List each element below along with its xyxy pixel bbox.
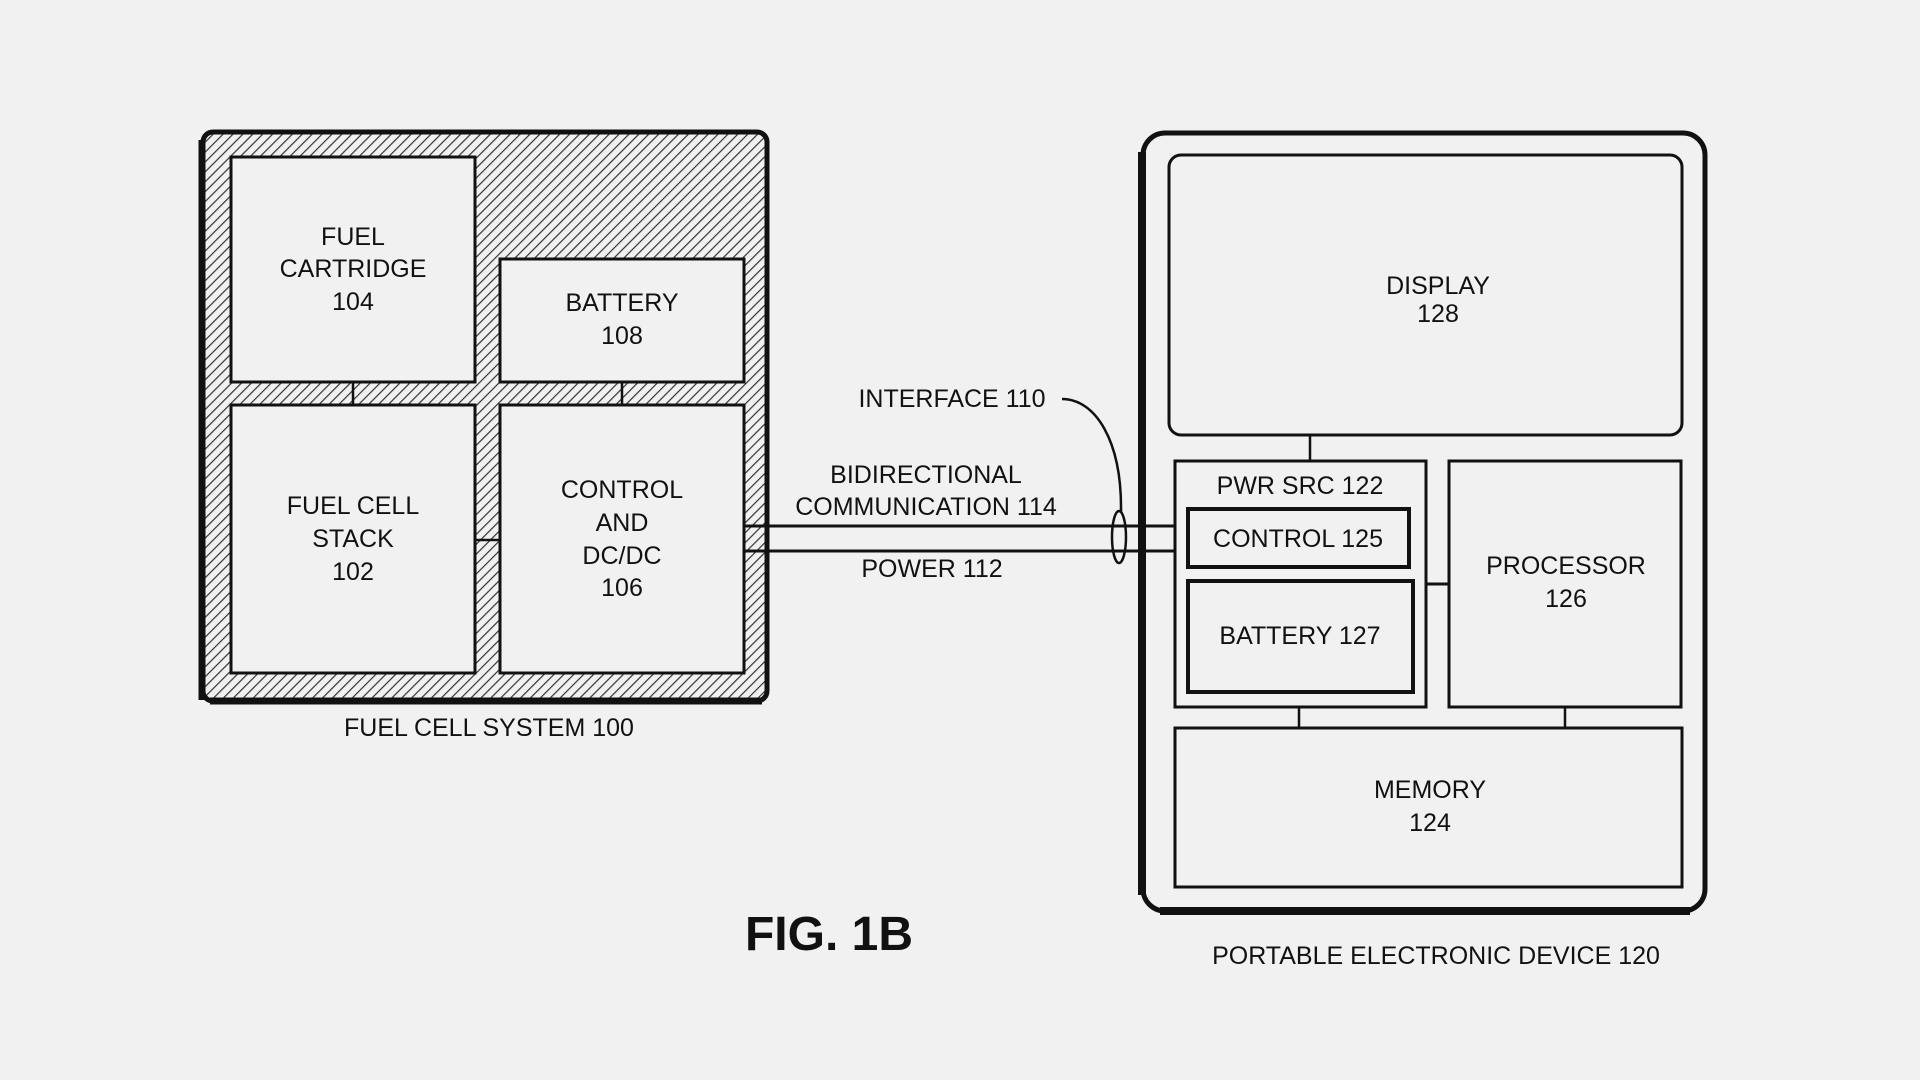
control-dcdc-label-2: AND xyxy=(596,509,649,537)
interface-label: INTERFACE 110 xyxy=(858,385,1045,413)
fuel-cell-stack-number: 102 xyxy=(332,558,374,586)
fuel-cell-stack-label-1: FUEL CELL xyxy=(287,492,420,520)
interface-leader-line xyxy=(1061,397,1123,513)
control-125-label: CONTROL 125 xyxy=(1213,525,1383,553)
block-battery-108: BATTERY 108 xyxy=(498,257,746,384)
portable-device-caption: PORTABLE ELECTRONIC DEVICE 120 xyxy=(1212,942,1660,970)
processor-label: PROCESSOR xyxy=(1486,552,1646,580)
interface-links: INTERFACE 110 BIDIRECTIONAL COMMUNICATIO… xyxy=(744,385,1188,583)
portable-electronic-device: DISPLAY 128 PWR SRC 122 CONTROL 125 BATT… xyxy=(1138,130,1708,970)
communication-label-2: COMMUNICATION 114 xyxy=(795,493,1057,521)
block-battery-127: BATTERY 127 xyxy=(1186,579,1415,694)
processor-number: 126 xyxy=(1545,585,1587,613)
display-number: 128 xyxy=(1417,300,1459,328)
fuel-cell-stack-label-2: STACK xyxy=(312,525,394,553)
display-label: DISPLAY xyxy=(1386,272,1490,300)
control-dcdc-label-3: DC/DC xyxy=(582,542,661,570)
memory-label: MEMORY xyxy=(1374,776,1486,804)
fuel-cell-system: FUEL CARTRIDGE 104 BATTERY 108 FUEL CELL… xyxy=(198,129,770,742)
fuel-cartridge-number: 104 xyxy=(332,288,374,316)
block-processor: PROCESSOR 126 xyxy=(1447,459,1683,709)
block-fuel-cell-stack: FUEL CELL STACK 102 xyxy=(229,403,477,675)
fuel-cartridge-label-2: CARTRIDGE xyxy=(280,255,427,283)
power-label: POWER 112 xyxy=(861,555,1002,583)
block-memory: MEMORY 124 xyxy=(1173,726,1684,889)
fuel-cell-system-caption: FUEL CELL SYSTEM 100 xyxy=(344,714,634,742)
battery-127-label: BATTERY 127 xyxy=(1219,622,1380,650)
block-control-125: CONTROL 125 xyxy=(1186,507,1411,569)
power-source-label: PWR SRC 122 xyxy=(1217,472,1384,500)
control-dcdc-number: 106 xyxy=(601,574,643,602)
control-dcdc-label-1: CONTROL xyxy=(561,476,683,504)
block-power-source: PWR SRC 122 CONTROL 125 BATTERY 127 xyxy=(1173,459,1428,709)
memory-number: 124 xyxy=(1409,809,1451,837)
block-display: DISPLAY 128 xyxy=(1167,153,1684,437)
block-fuel-cartridge: FUEL CARTRIDGE 104 xyxy=(229,155,477,384)
figure-title: FIG. 1B xyxy=(745,908,913,961)
battery-108-label: BATTERY xyxy=(566,289,679,317)
communication-label-1: BIDIRECTIONAL xyxy=(830,461,1022,489)
block-control-dcdc: CONTROL AND DC/DC 106 xyxy=(498,403,746,675)
fuel-cartridge-label-1: FUEL xyxy=(321,223,385,251)
battery-108-number: 108 xyxy=(601,322,643,350)
interface-bundle-ellipse xyxy=(1110,509,1128,565)
